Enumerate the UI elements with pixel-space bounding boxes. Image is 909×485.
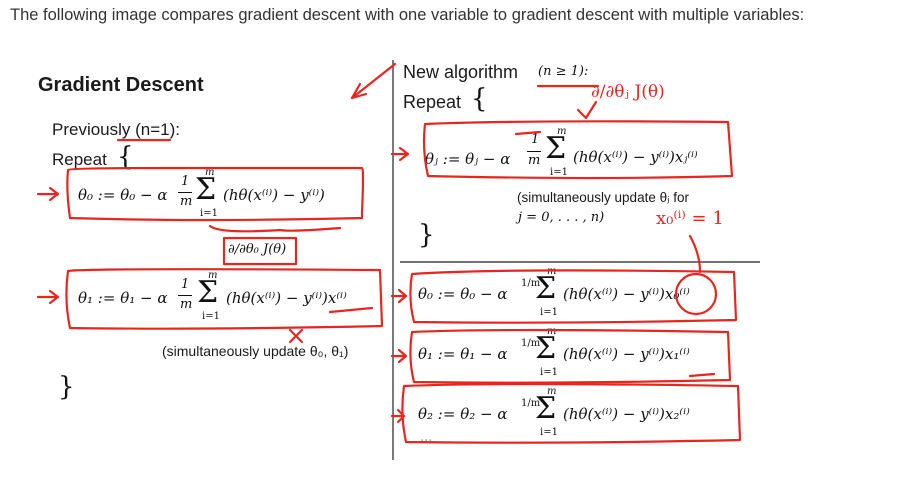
right-thetaj-sum-top: m xyxy=(557,126,567,137)
left-theta1-frac-den: m xyxy=(180,297,193,312)
left-theta1-lhs: θ₁ := θ₁ − α xyxy=(78,289,168,307)
left-theta1-sum-bottom: i=1 xyxy=(202,311,220,322)
ink-underline-x xyxy=(328,306,374,314)
ink-line-x0-note xyxy=(688,234,702,274)
right-eq0-frac: 1/m xyxy=(521,278,541,289)
ink-note-x0: x₀⁽ⁱ⁾ = 1 xyxy=(656,208,724,229)
right-eq2-sum-bottom: i=1 xyxy=(540,427,558,438)
left-theta1-sum-term: (hθ(x⁽ⁱ⁾) − y⁽ⁱ⁾)x⁽ⁱ⁾ xyxy=(226,289,347,307)
left-theta0-sum-term: (hθ(x⁽ⁱ⁾) − y⁽ⁱ⁾) xyxy=(223,186,325,204)
right-eq2-frac: 1/m xyxy=(521,398,541,409)
right-simul-line1: (simultaneously update θⱼ for xyxy=(517,190,689,205)
left-close-brace: } xyxy=(58,372,75,402)
right-thetaj-frac-den: m xyxy=(528,153,541,168)
right-thetaj-sum-term: (hθ(x⁽ⁱ⁾) − y⁽ⁱ⁾)xⱼ⁽ⁱ⁾ xyxy=(573,148,698,166)
left-theta1-frac-bar xyxy=(178,295,192,296)
right-open-brace: { xyxy=(471,84,488,114)
ink-box-partial xyxy=(222,236,298,266)
right-eq2-sum-top: m xyxy=(547,386,557,397)
right-thetaj-sum-bottom: i=1 xyxy=(550,167,568,178)
right-thetaj-frac-bar xyxy=(527,151,541,152)
left-theta1-sigma: Σ xyxy=(197,275,219,310)
ink-arrow-eq0 xyxy=(390,288,408,304)
ink-arrow-eq2 xyxy=(390,408,406,424)
right-eq2-lhs: θ₂ := θ₂ − α xyxy=(418,405,508,423)
previously-label: Previously (n=1): xyxy=(52,120,181,139)
left-theta0-sum-bottom: i=1 xyxy=(200,208,218,219)
ink-brace-theta0 xyxy=(208,224,342,233)
left-theta1-frac-num: 1 xyxy=(181,277,190,292)
ink-box-left-theta1 xyxy=(65,268,384,330)
ink-underline-x1 xyxy=(688,372,716,378)
right-eq0-sigma: Σ xyxy=(535,271,557,306)
ink-box-right-thetaj xyxy=(422,120,734,180)
lecture-slide: Gradient Descent Previously (n=1): Repea… xyxy=(0,40,909,485)
right-eq1-sum-top: m xyxy=(547,326,557,337)
right-eq2-sigma: Σ xyxy=(535,391,557,426)
ink-x-note xyxy=(288,328,304,344)
right-eq1-sigma: Σ xyxy=(535,331,557,366)
left-theta0-lhs: θ₀ := θ₀ − α xyxy=(78,186,168,204)
right-eq2-sum-term: (hθ(x⁽ⁱ⁾) − y⁽ⁱ⁾)x₂⁽ⁱ⁾ xyxy=(563,405,690,423)
left-simultaneous-note: (simultaneously update θ₀, θ₁) xyxy=(162,343,349,359)
left-theta0-sum-top: m xyxy=(205,167,215,178)
left-partial-note: ∂/∂θ₀ J(θ) xyxy=(228,242,287,257)
left-theta1-sum-top: m xyxy=(208,270,218,281)
right-repeat-label: Repeat xyxy=(403,92,462,112)
ink-note-partial: ∂/∂θⱼ J(θ) xyxy=(591,82,665,102)
right-eq1-sum-bottom: i=1 xyxy=(540,367,558,378)
ink-arrow-to-left xyxy=(350,62,397,100)
new-algorithm-condition: (n ≥ 1): xyxy=(538,64,589,79)
ink-box-left-theta0 xyxy=(66,166,365,222)
ink-underline-alpha xyxy=(514,130,542,136)
left-open-brace: { xyxy=(117,142,134,172)
ink-arrow-right-thetaj xyxy=(390,146,410,162)
right-eq1-sum-term: (hθ(x⁽ⁱ⁾) − y⁽ⁱ⁾)x₁⁽ⁱ⁾ xyxy=(563,345,690,363)
ink-annotations xyxy=(36,60,760,460)
right-thetaj-lhs: θⱼ := θⱼ − α xyxy=(425,150,511,168)
ink-box-right-eq1 xyxy=(409,328,732,384)
left-theta0-sigma: Σ xyxy=(195,172,217,207)
ink-arrowhead-left xyxy=(350,82,368,100)
ink-box-right-eq0 xyxy=(409,269,738,324)
right-simul-line2: j = 0, . . . , n) xyxy=(518,210,605,225)
right-thetaj-sigma: Σ xyxy=(545,131,567,166)
left-title: Gradient Descent xyxy=(38,74,204,96)
left-repeat-label: Repeat xyxy=(52,150,107,169)
right-eq0-sum-bottom: i=1 xyxy=(540,307,558,318)
ink-arrow-left-theta0 xyxy=(36,186,60,202)
right-close-brace: } xyxy=(418,220,435,250)
new-algorithm-label: New algorithm xyxy=(403,62,519,82)
ink-circle-x0 xyxy=(674,272,718,316)
left-theta0-frac-bar xyxy=(178,192,192,193)
right-thetaj-frac-num: 1 xyxy=(531,132,540,147)
left-theta0-frac-num: 1 xyxy=(181,174,190,189)
right-eq0-sum-term: (hθ(x⁽ⁱ⁾) − y⁽ⁱ⁾)x₀⁽ⁱ⁾ xyxy=(563,285,690,303)
ink-arrow-left-theta1 xyxy=(36,289,60,305)
right-eq0-lhs: θ₀ := θ₀ − α xyxy=(418,285,508,303)
ink-arrow-eq1 xyxy=(390,348,408,364)
ink-check xyxy=(576,100,598,120)
page-caption: The following image compares gradient de… xyxy=(10,6,805,24)
ink-box-right-eq2 xyxy=(401,382,742,444)
left-theta0-frac-den: m xyxy=(180,194,193,209)
right-eq1-lhs: θ₁ := θ₁ − α xyxy=(418,345,508,363)
right-eq1-frac: 1/m xyxy=(521,338,541,349)
